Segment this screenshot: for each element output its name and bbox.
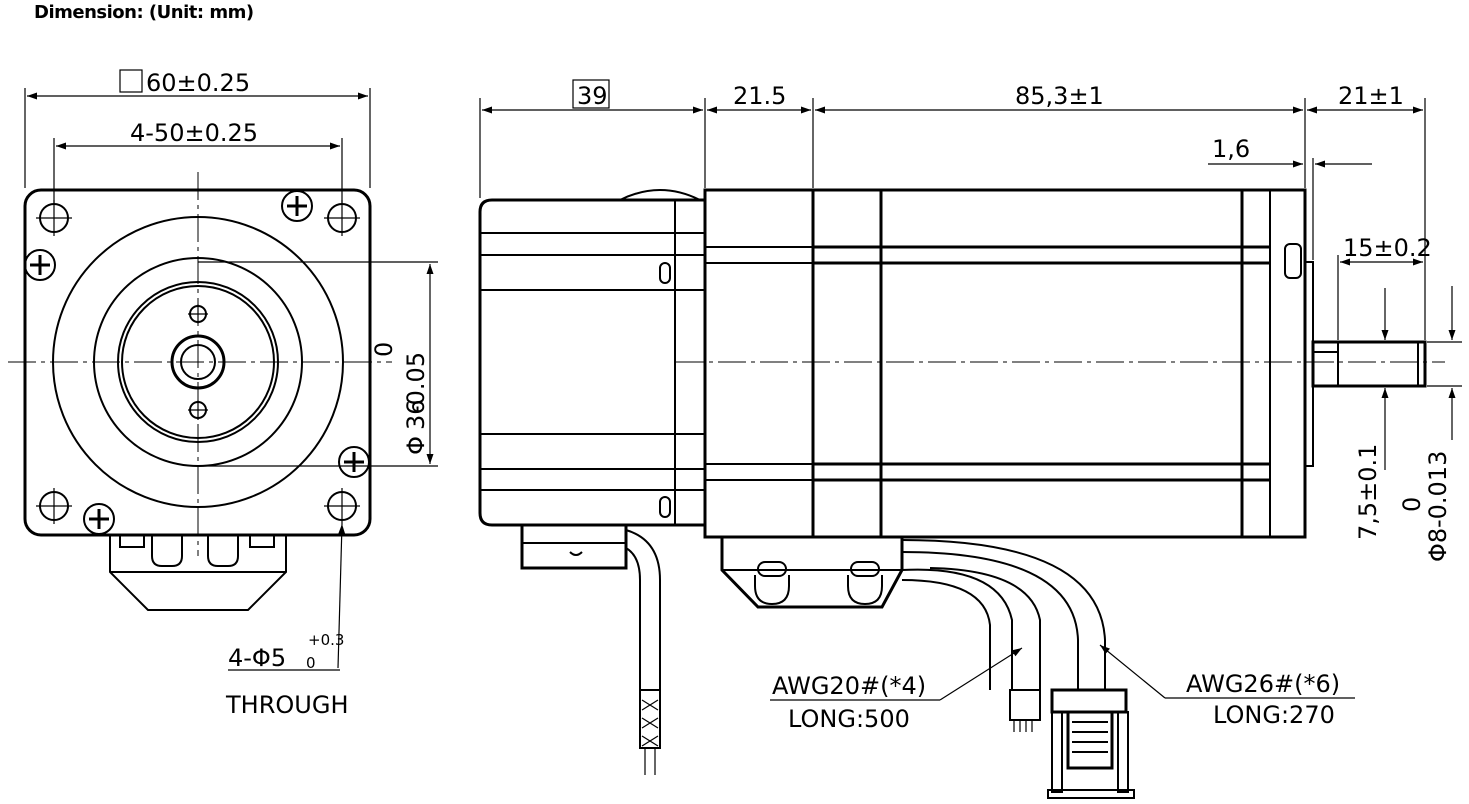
body-length-label: 85,3±1 bbox=[1015, 82, 1104, 110]
screw-icon bbox=[24, 249, 56, 281]
motor-body bbox=[811, 188, 1307, 539]
encoder-plug bbox=[520, 523, 661, 775]
motor-cable bbox=[901, 567, 1041, 732]
hole-tol-upper: +0.3 bbox=[308, 631, 344, 649]
pilot-tol-lower: -0.05 bbox=[402, 352, 430, 414]
encoder-housing bbox=[478, 189, 707, 527]
page-title: Dimension: (Unit: mm) bbox=[34, 2, 254, 23]
shaft-tol-upper: 0 bbox=[1398, 497, 1426, 512]
square-size-label: 60±0.25 bbox=[146, 69, 250, 97]
encoder-cable-length: LONG:270 bbox=[1213, 701, 1335, 729]
shaft-tol-lower: -0.013 bbox=[1424, 451, 1452, 528]
motor-shaft bbox=[1304, 261, 1427, 467]
pilot-diameter-label: 36 Φ bbox=[402, 399, 430, 454]
flange-length-label: 21.5 bbox=[733, 82, 786, 110]
screw-icon bbox=[281, 190, 313, 222]
svg-text:Φ: Φ bbox=[402, 436, 430, 455]
flange-square-outline bbox=[23, 188, 372, 537]
mounting-hole bbox=[36, 488, 72, 524]
encoder-length-box bbox=[572, 79, 610, 109]
square-symbol-icon bbox=[119, 69, 143, 93]
shaft-length-label: 21±1 bbox=[1338, 82, 1404, 110]
boss-height-label: 1,6 bbox=[1212, 135, 1250, 163]
hole-note: THROUGH bbox=[225, 691, 348, 719]
hole-diameter-label: 4-Φ5 bbox=[228, 644, 286, 672]
encoder-cable bbox=[901, 539, 1135, 799]
hole-spacing-label: 4-50±0.25 bbox=[130, 119, 258, 147]
shaft-diameter-label: Φ8 bbox=[1424, 528, 1452, 562]
screw-icon bbox=[338, 446, 370, 478]
body-circle bbox=[52, 216, 344, 508]
hole-tol-lower: 0 bbox=[306, 654, 316, 672]
motor-cable-label: AWG20#(*4) bbox=[772, 672, 926, 700]
front-view: 60±0.25 4-50±0.25 36 Φ -0.05 0 4-Φ5 +0.3… bbox=[8, 69, 438, 719]
mounting-hole bbox=[324, 200, 360, 236]
pilot-tol-upper: 0 bbox=[370, 342, 398, 357]
flat-depth-label: 7,5±0.1 bbox=[1354, 444, 1382, 540]
motor-cable-length: LONG:500 bbox=[788, 705, 910, 733]
mounting-hole bbox=[36, 200, 72, 236]
shaft-circle bbox=[170, 334, 226, 390]
motor-flange bbox=[703, 188, 815, 539]
pilot-boss-circle bbox=[117, 281, 279, 443]
mounting-hole bbox=[324, 488, 360, 524]
side-view: 39 21.5 85,3±1 21±1 1,6 15±0.2 7,5±0.1 bbox=[478, 79, 1462, 799]
connector-housing bbox=[109, 534, 287, 611]
svg-text:36: 36 bbox=[402, 399, 430, 430]
encoder-length-label: 39 bbox=[577, 82, 608, 110]
motor-connector bbox=[720, 537, 904, 609]
flat-length-label: 15±0.2 bbox=[1343, 234, 1432, 262]
screw-icon bbox=[83, 503, 115, 535]
encoder-cable-label: AWG26#(*6) bbox=[1186, 670, 1340, 698]
